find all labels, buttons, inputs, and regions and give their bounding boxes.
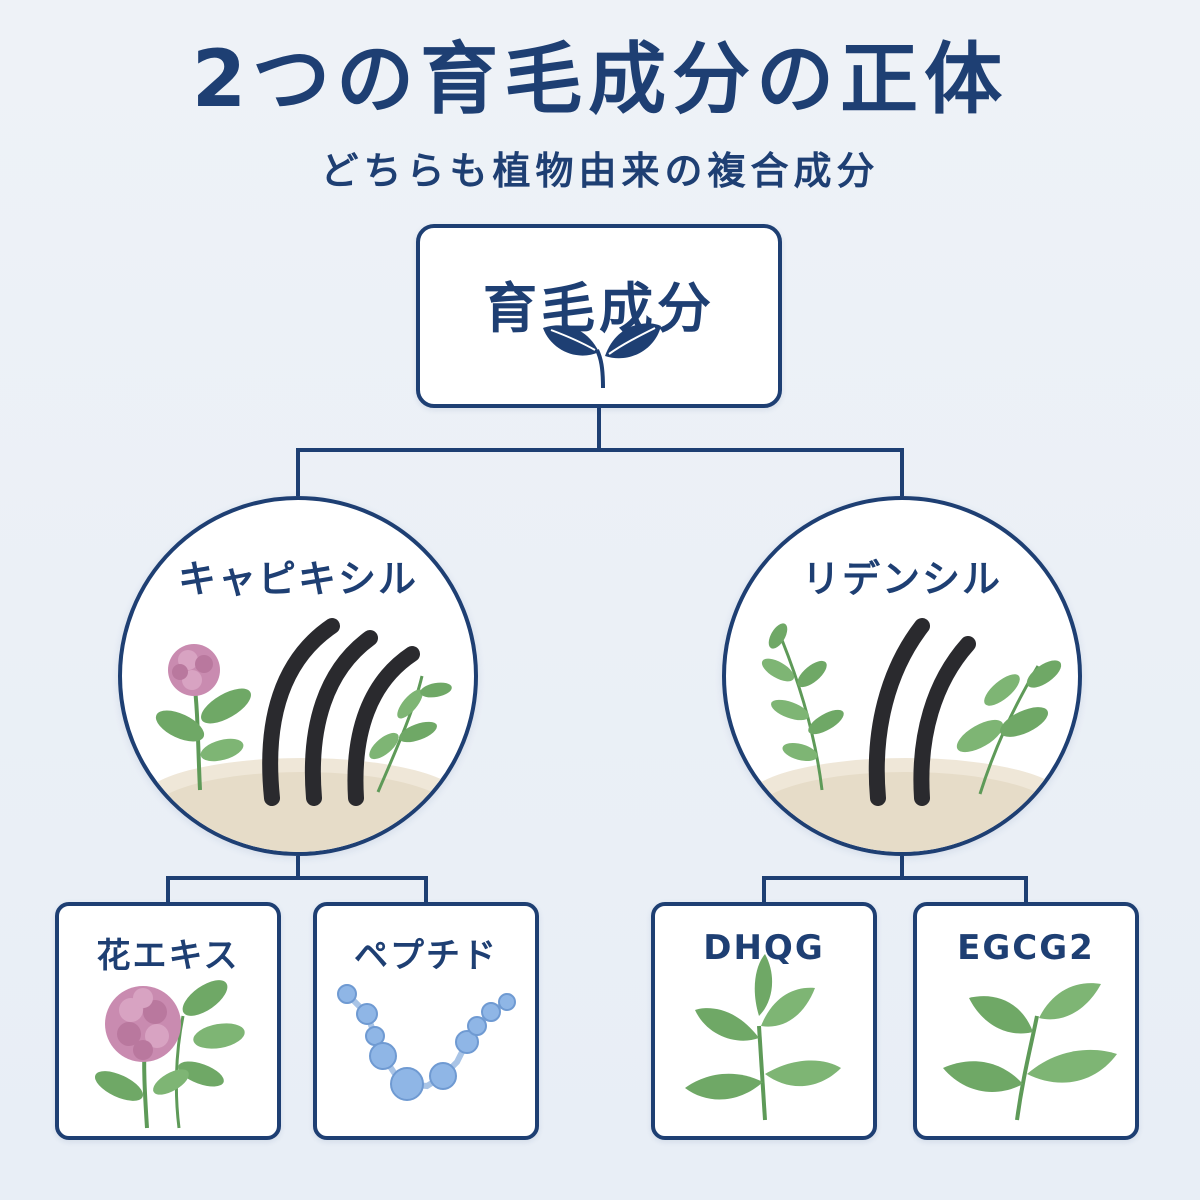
hair-clover-herb-icon bbox=[142, 618, 462, 852]
red-clover-icon bbox=[94, 980, 245, 1129]
child-node-flower-extract: 花エキス bbox=[55, 902, 281, 1140]
branch-node-redensyl: リデンシル bbox=[722, 496, 1082, 856]
child-node-dhqg: DHQG bbox=[651, 902, 877, 1140]
child-label: EGCG2 bbox=[957, 928, 1095, 968]
branch-label: キャピキシル bbox=[177, 557, 418, 601]
molecule-chain-icon bbox=[337, 984, 516, 1101]
branch-label: リデンシル bbox=[801, 557, 1002, 601]
hair-herb-icon bbox=[746, 618, 1066, 852]
child-label: 花エキス bbox=[96, 936, 240, 976]
tea-leaf-icon bbox=[685, 954, 841, 1121]
right-branch-connector bbox=[762, 856, 1028, 902]
page-title: 2つの育毛成分の正体 bbox=[191, 35, 1009, 125]
sprout-icon bbox=[543, 323, 661, 389]
child-node-peptide: ペプチド bbox=[313, 902, 539, 1140]
root-node: 育毛成分 bbox=[416, 224, 782, 408]
left-branch-connector bbox=[166, 856, 428, 902]
branch-node-capixyl: キャピキシル bbox=[118, 496, 478, 856]
root-label: 育毛成分 bbox=[483, 277, 715, 340]
child-label: ペプチド bbox=[354, 936, 498, 976]
tea-leaf-icon bbox=[943, 983, 1117, 1121]
child-node-egcg2: EGCG2 bbox=[913, 902, 1139, 1140]
page-subtitle: どちらも植物由来の複合成分 bbox=[320, 149, 880, 193]
root-connector bbox=[296, 408, 904, 496]
